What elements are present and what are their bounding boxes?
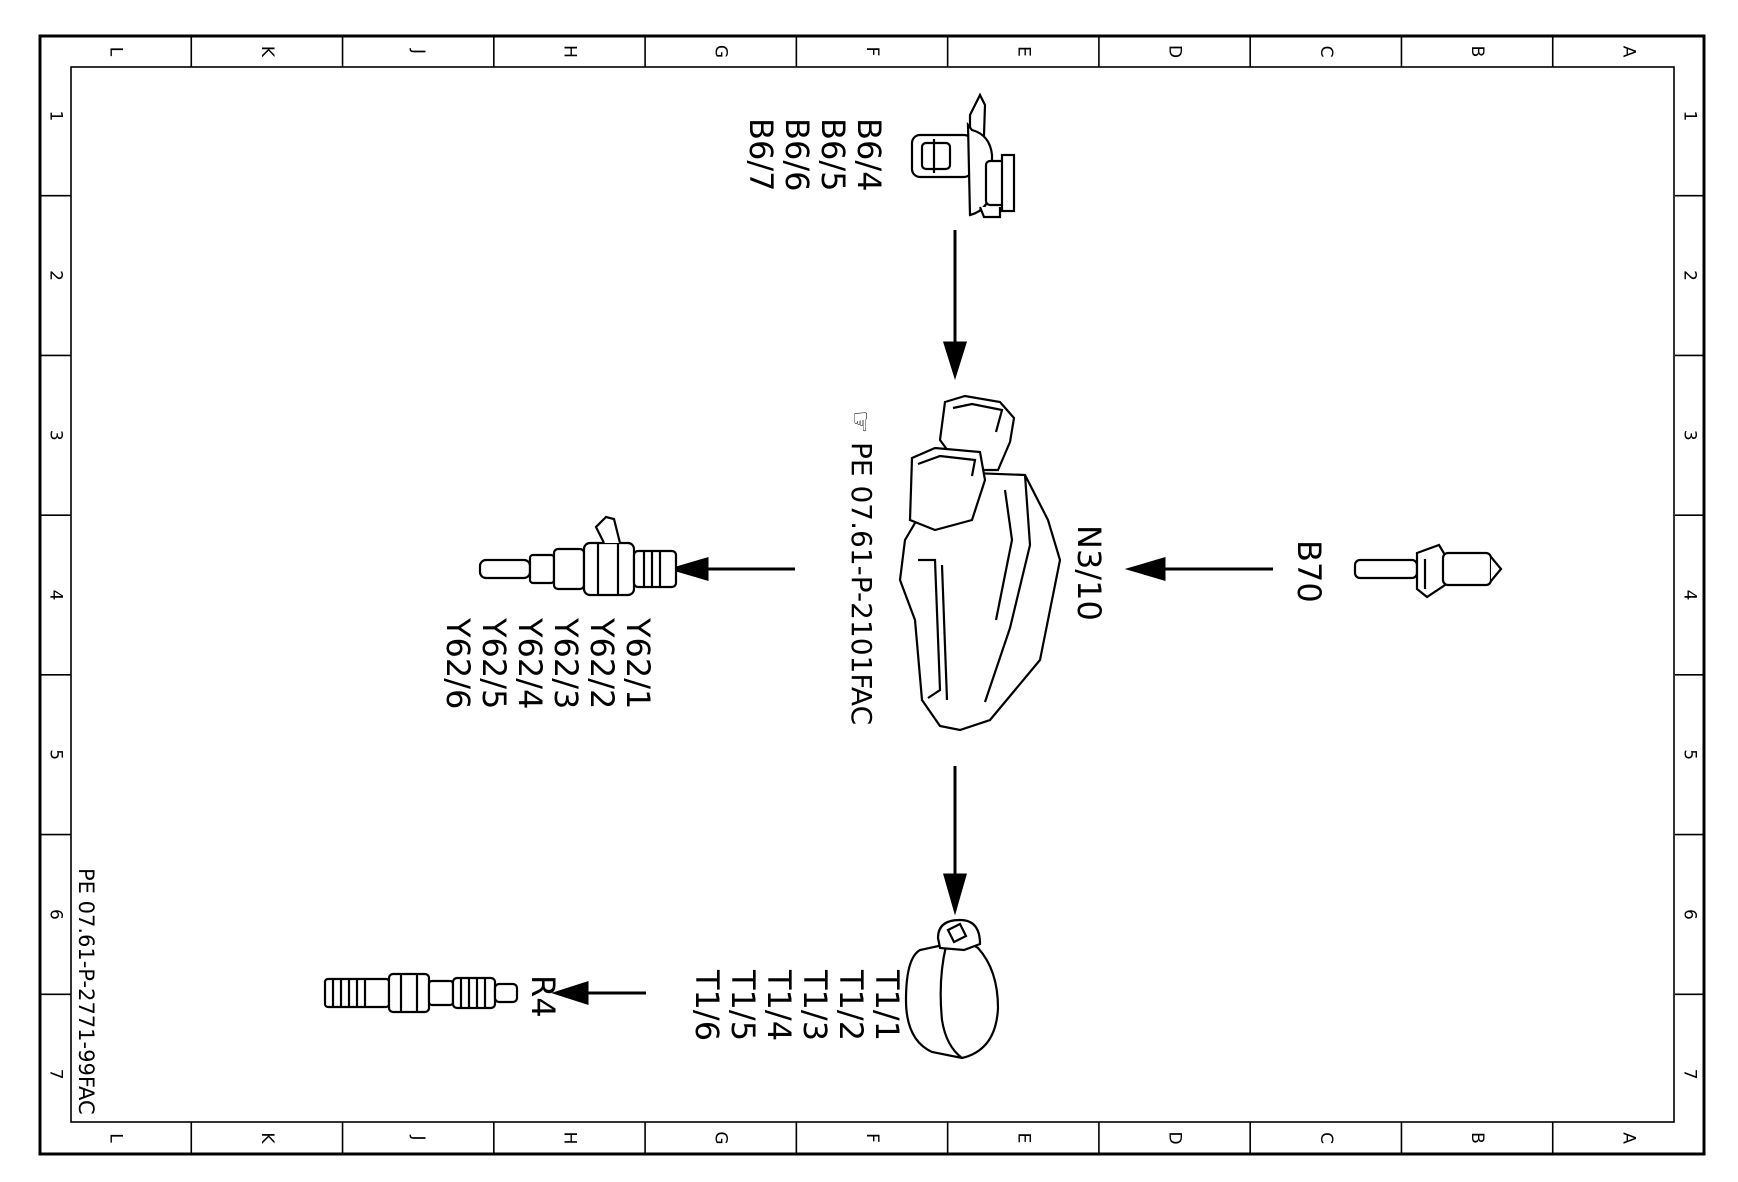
zone-row-label-left: 7 (46, 1069, 66, 1080)
arrow-ecu-to-coils (943, 766, 967, 916)
label-t1-1: T1/1 (868, 969, 906, 1041)
zone-column-label-bottom: H (559, 1132, 579, 1145)
ignition-coil-icon (904, 918, 1000, 1060)
zone-row-label-left: 4 (46, 590, 66, 601)
zone-column-label-top: E (1013, 46, 1033, 57)
label-group-t1: T1/1 T1/2 T1/3 T1/4 T1/5 T1/6 (688, 969, 906, 1041)
outer-frame (38, 34, 1706, 1156)
zone-column-label-bottom: K (257, 1132, 277, 1144)
zone-column-label-top: L (106, 47, 126, 57)
label-y62-3: Y62/3 (547, 617, 585, 709)
ecu-reference-link[interactable]: PE 07.61-P-2101FAC (845, 442, 878, 725)
label-b6-5: B6/5 (814, 118, 852, 191)
drawing-reference: PE 07.61-P-2771-99FAC (74, 868, 98, 1115)
zone-row-label-right: 1 (1680, 110, 1700, 121)
label-n3-10: N3/10 (1070, 525, 1108, 621)
zone-row-label-right: 6 (1680, 909, 1700, 920)
zone-column-label-bottom: E (1013, 1133, 1033, 1144)
crankshaft-sensor-icon (1353, 543, 1503, 599)
arrow-b70-to-ecu (1124, 556, 1273, 582)
zone-grid: L L K K J J H H G G F F E E D D C C B B A A 1 1 2 2 3 3 4 4 5 5 6 6 7 7 (40, 36, 1704, 1154)
label-y62-2: Y62/2 (583, 617, 621, 709)
arrow-coils-to-spark-plug (551, 980, 646, 1006)
zone-column-label-top: H (559, 45, 579, 58)
zone-row-label-right: 2 (1680, 270, 1700, 281)
arrow-ecu-to-injectors (667, 556, 795, 582)
zone-column-label-bottom: B (1467, 1132, 1487, 1144)
zone-row-label-left: 1 (46, 110, 66, 121)
spark-plug-icon (323, 972, 519, 1014)
zone-column-label-top: D (1165, 45, 1185, 58)
label-y62-4: Y62/4 (511, 617, 549, 709)
label-b70: B70 (1290, 540, 1328, 603)
label-r4: R4 (524, 975, 562, 1018)
label-b6-7: B6/7 (742, 118, 780, 191)
label-t1-5: T1/5 (724, 969, 762, 1041)
label-t1-3: T1/3 (796, 969, 834, 1041)
fuel-injector-icon (478, 515, 678, 597)
zone-column-label-top: F (862, 47, 882, 57)
zone-row-label-left: 6 (46, 909, 66, 920)
zone-column-label-top: J (408, 48, 428, 54)
label-t1-2: T1/2 (832, 969, 870, 1041)
label-t1-4: T1/4 (760, 969, 798, 1041)
pointing-hand-icon: ☞ (845, 410, 875, 433)
arrow-b6-to-ecu (942, 230, 968, 381)
zone-row-label-left: 2 (46, 270, 66, 281)
label-y62-5: Y62/5 (475, 617, 513, 709)
zone-row-label-right: 3 (1680, 430, 1700, 441)
label-y62-1: Y62/1 (619, 617, 657, 709)
label-b6-4: B6/4 (850, 118, 888, 191)
zone-row-label-right: 5 (1680, 749, 1700, 760)
zone-column-label-top: K (257, 46, 277, 58)
label-y62-6: Y62/6 (439, 617, 477, 709)
zone-column-label-bottom: C (1316, 1132, 1336, 1144)
label-t1-6: T1/6 (688, 969, 726, 1041)
zone-column-label-top: G (711, 45, 731, 58)
zone-column-label-bottom: L (106, 1133, 126, 1143)
zone-column-label-top: A (1618, 46, 1638, 58)
zone-column-label-top: C (1316, 46, 1336, 58)
inner-frame (70, 66, 1675, 1123)
signal-arrows (551, 230, 1273, 1006)
zone-column-label-bottom: A (1618, 1132, 1638, 1144)
zone-row-label-right: 4 (1680, 590, 1700, 601)
zone-row-label-left: 3 (46, 430, 66, 441)
zone-row-label-left: 5 (46, 749, 66, 760)
zone-row-label-right: 7 (1680, 1069, 1700, 1080)
label-group-b6: B6/4 B6/5 B6/6 B6/7 (742, 118, 888, 191)
label-group-y62: Y62/1 Y62/2 Y62/3 Y62/4 Y62/5 Y62/6 (439, 617, 657, 709)
zone-column-label-top: B (1467, 46, 1487, 58)
zone-column-label-bottom: J (408, 1134, 428, 1140)
zone-column-label-bottom: G (711, 1131, 731, 1144)
label-b6-6: B6/6 (778, 118, 816, 191)
zone-column-label-bottom: F (862, 1133, 882, 1143)
camshaft-sensor-icon (910, 92, 1016, 219)
zone-column-label-bottom: D (1165, 1131, 1185, 1144)
engine-control-unit-icon (898, 394, 1062, 732)
